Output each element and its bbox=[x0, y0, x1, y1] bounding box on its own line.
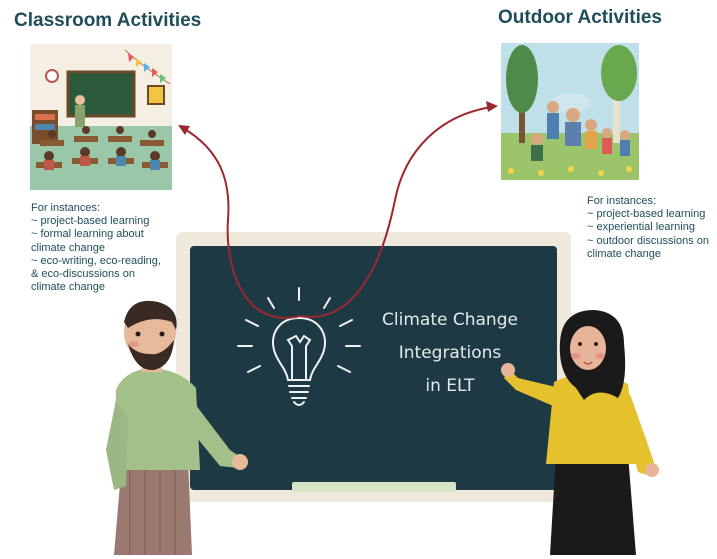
outdoor-illustration bbox=[501, 43, 639, 180]
list-intro: For instances: bbox=[587, 195, 657, 207]
list-item: ~ eco-writing, eco-reading, bbox=[31, 254, 161, 267]
chalkboard bbox=[190, 246, 557, 490]
classroom-activities-heading: Classroom Activities bbox=[14, 10, 202, 31]
list-item: ~ formal learning about bbox=[31, 228, 144, 241]
list-item: ~ outdoor discussions on bbox=[587, 234, 709, 247]
classroom-illustration bbox=[30, 44, 172, 190]
arrow-to-classroom bbox=[182, 127, 301, 319]
board-title-line-1: Climate Change bbox=[382, 310, 518, 330]
male-teacher-figure bbox=[100, 300, 260, 555]
outdoor-activities-list: For instances: ~ project-based learning … bbox=[587, 195, 709, 261]
female-teacher-figure bbox=[500, 304, 670, 555]
lightbulb-icon bbox=[234, 284, 364, 414]
arrow-to-outdoor bbox=[299, 106, 493, 318]
outdoor-activities-heading: Outdoor Activities bbox=[498, 7, 662, 28]
list-item: climate change bbox=[31, 281, 105, 294]
list-intro: For instances: bbox=[31, 202, 101, 214]
board-title-line-2: Integrations bbox=[398, 343, 502, 363]
list-item: ~ experiential learning bbox=[587, 221, 695, 234]
list-item: ~ project-based learning bbox=[587, 208, 706, 221]
classroom-activities-list: For instances: ~ project-based learning … bbox=[31, 202, 161, 294]
list-item: climate change bbox=[31, 241, 105, 254]
chalk-tray bbox=[292, 482, 456, 492]
arrow-to-classroom-head bbox=[178, 125, 190, 135]
arrow-to-outdoor-head bbox=[486, 101, 498, 112]
board-title-line-3: in ELT bbox=[425, 376, 475, 396]
list-item: ~ project-based learning bbox=[31, 215, 150, 228]
list-item: & eco-discussions on bbox=[31, 268, 135, 281]
list-item: climate change bbox=[587, 247, 661, 260]
